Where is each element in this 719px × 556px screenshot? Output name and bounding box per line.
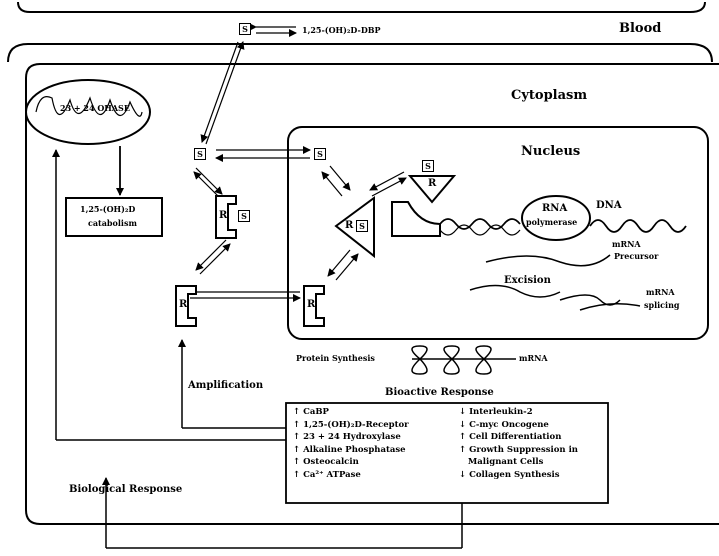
receptor-r-nucleus bbox=[303, 285, 325, 327]
r-label-cyto-lower: R bbox=[179, 299, 188, 310]
r-label-cyto: R bbox=[219, 210, 228, 221]
blood-label: Blood bbox=[619, 21, 662, 36]
response-list-left: ↑ CaBP ↑ 1,25-(OH)₂D-Receptor ↑ 23 + 24 … bbox=[293, 406, 409, 482]
catabolism-box bbox=[65, 197, 163, 237]
r-label-triangle: R bbox=[345, 220, 354, 231]
blood-bottom-line bbox=[7, 43, 713, 63]
response-left-item: ↑ Ca²⁺ ATPase bbox=[293, 469, 361, 480]
dna-label: DNA bbox=[596, 200, 622, 211]
s-blood: S bbox=[239, 23, 251, 35]
receptor-rs-cyto bbox=[215, 195, 237, 239]
s-receptor-cyto: S bbox=[238, 210, 250, 222]
catabolism-label-1: 1,25-(OH)₂D bbox=[80, 204, 136, 214]
bioactive-response-label: Bioactive Response bbox=[385, 387, 494, 398]
response-box bbox=[285, 402, 609, 504]
s-receptor-dna: S bbox=[422, 160, 434, 172]
response-left-item: ↑ Osteocalcin bbox=[293, 457, 359, 468]
protein-synthesis-label: Protein Synthesis bbox=[296, 353, 375, 363]
receptor-triangle bbox=[334, 196, 375, 259]
rna-label: RNA bbox=[542, 203, 568, 214]
s-receptor-nucleus: S bbox=[356, 220, 368, 232]
r-label-nucleus-lower: R bbox=[307, 299, 316, 310]
response-left-item: ↑ 1,25-(OH)₂D-Receptor bbox=[293, 419, 409, 430]
response-left-item: ↑ CaBP bbox=[293, 407, 329, 417]
response-left-item: ↑ 23 + 24 Hydroxylase bbox=[293, 432, 401, 443]
nucleus-outline bbox=[287, 126, 709, 340]
mrna-splicing-label-1: mRNA bbox=[646, 287, 675, 297]
blood-top-line bbox=[17, 1, 706, 13]
mitochondrion bbox=[25, 79, 151, 145]
dbp-label: 1,25-(OH)₂D-DBP bbox=[302, 25, 381, 35]
response-right-item: ↑ Growth Suppression in bbox=[459, 444, 578, 455]
mrna-label: mRNA bbox=[519, 353, 548, 363]
dna-receptor-triangle bbox=[407, 175, 457, 204]
response-right-item: Malignant Cells bbox=[459, 457, 544, 468]
mrna-precursor-label-2: Precursor bbox=[614, 251, 659, 261]
s-nucleus: S bbox=[314, 148, 326, 160]
r-label-dna: R bbox=[428, 178, 437, 189]
dna-binding-block bbox=[391, 201, 441, 237]
response-left-item: ↑ Alkaline Phosphatase bbox=[293, 444, 406, 455]
ohase-label: 23 + 24 OHASE bbox=[60, 103, 130, 113]
catabolism-label-2: catabolism bbox=[88, 218, 137, 228]
excision-label: Excision bbox=[504, 275, 551, 286]
mrna-precursor-label-1: mRNA bbox=[612, 239, 641, 249]
response-list-right: ↓ Interleukin-2 ↓ C-myc Oncogene ↑ Cell … bbox=[459, 406, 578, 482]
polymerase-label: polymerase bbox=[526, 217, 578, 227]
cytoplasm-label: Cytoplasm bbox=[511, 88, 588, 103]
biological-response-label: Biological Response bbox=[69, 484, 183, 495]
s-cytoplasm: S bbox=[194, 148, 206, 160]
response-right-item: ↑ Cell Differentiation bbox=[459, 432, 562, 443]
response-right-item: ↓ Collagen Synthesis bbox=[459, 469, 560, 480]
nucleus-label: Nucleus bbox=[521, 144, 581, 159]
receptor-r-cyto bbox=[175, 285, 197, 327]
cell-membrane bbox=[25, 63, 719, 525]
mrna-splicing-label-2: splicing bbox=[644, 300, 680, 310]
rna-polymerase bbox=[521, 195, 591, 241]
amplification-label: Amplification bbox=[188, 380, 264, 391]
response-right-item: ↓ Interleukin-2 bbox=[459, 407, 533, 417]
dna-helix bbox=[439, 218, 687, 233]
response-right-item: ↓ C-myc Oncogene bbox=[459, 419, 549, 430]
